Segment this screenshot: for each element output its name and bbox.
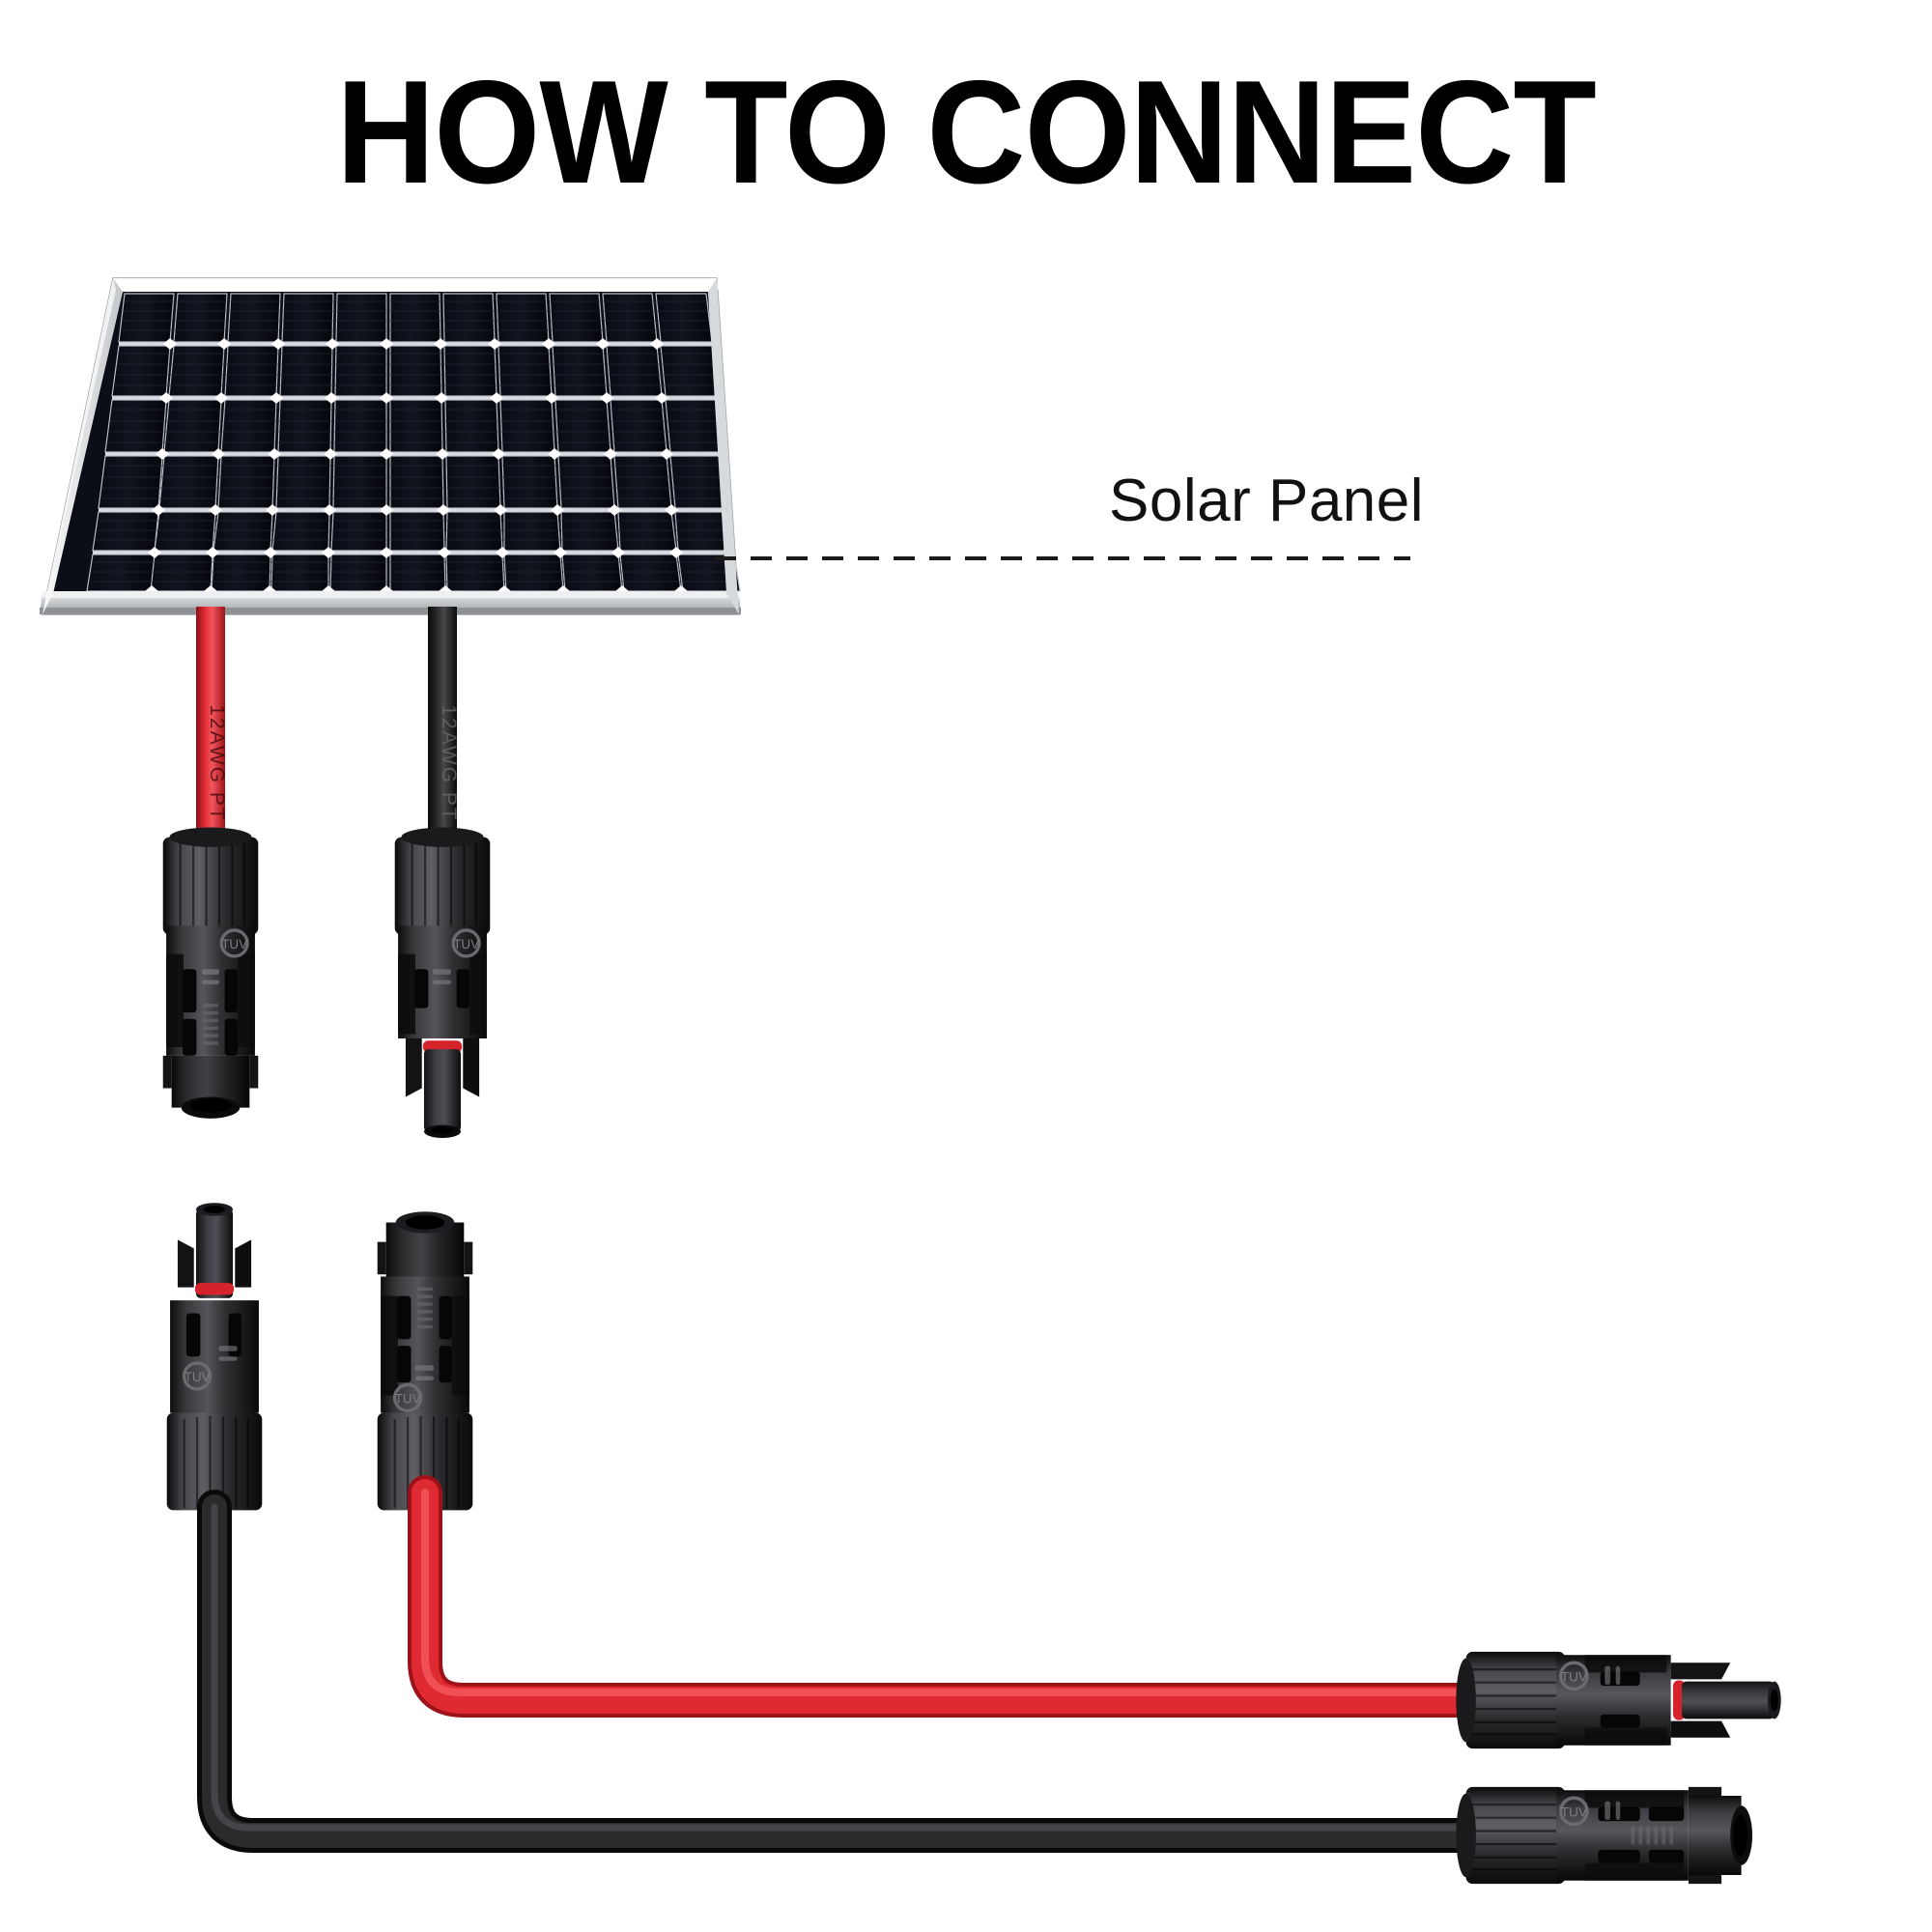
connector-ext-end-male[interactable]: [1454, 1650, 1783, 1750]
connector-ext-female-up[interactable]: [376, 1209, 474, 1513]
connector-ext-end-female[interactable]: [1454, 1785, 1754, 1886]
page-title: HOW TO CONNECT: [336, 50, 1597, 214]
solar-panel-graphic: [40, 277, 741, 615]
solar-panel-label: Solar Panel: [1109, 468, 1425, 534]
solar-cell-grid: [86, 293, 741, 597]
svg-text:12AWG PT: 12AWG PT: [438, 704, 460, 821]
svg-text:12AWG PT: 12AWG PT: [206, 704, 228, 821]
negative-cable-print: 12AWG PT: [438, 704, 460, 821]
extension-negative-cable: [197, 1490, 1660, 1853]
extension-positive-cable: [408, 1475, 1660, 1718]
connector-panel-positive-female[interactable]: [161, 825, 260, 1121]
connector-ext-male-up[interactable]: [165, 1201, 264, 1513]
positive-cable-print: 12AWG PT: [206, 704, 228, 821]
connector-panel-negative-male[interactable]: [393, 825, 492, 1140]
